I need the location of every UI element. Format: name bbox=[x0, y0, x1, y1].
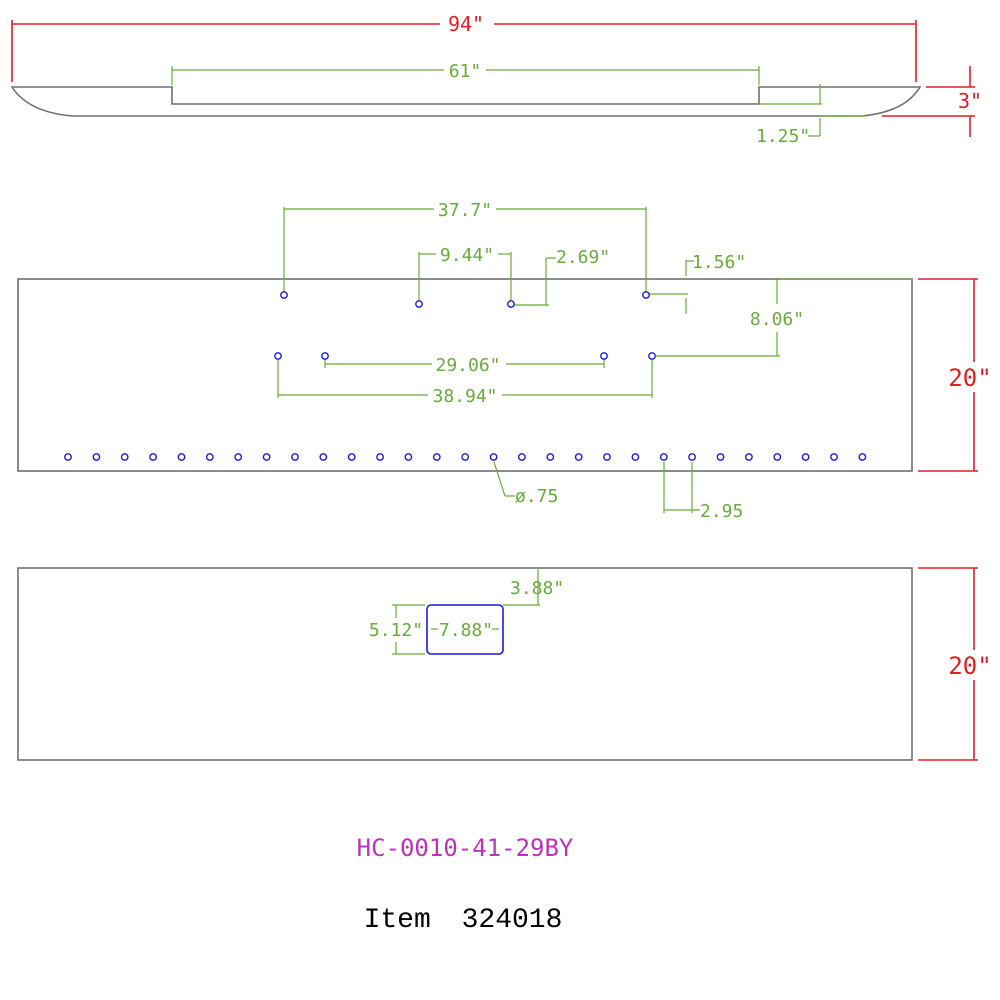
row-hole bbox=[858, 453, 867, 461]
row-hole bbox=[347, 453, 356, 461]
cutout-width-label: 7.88" bbox=[439, 620, 493, 641]
row-hole bbox=[773, 453, 782, 461]
dim-37-7-label: 37.7" bbox=[438, 200, 492, 221]
row-hole bbox=[149, 453, 158, 461]
row-hole bbox=[376, 453, 384, 461]
bottom-panel: 3.88" 5.12" 7.88" 20" bbox=[17, 567, 992, 761]
mounting-hole bbox=[321, 352, 329, 360]
dim-29-06-label: 29.06" bbox=[435, 355, 500, 376]
top-panel: 37.7" 9.44" 2.69" 1.56" 8.06" 29.06" bbox=[17, 200, 992, 522]
dim-1-56-label: 1.56" bbox=[692, 252, 746, 273]
row-hole bbox=[631, 453, 640, 461]
bottom-panel-outline bbox=[17, 567, 913, 761]
row-hole bbox=[205, 453, 214, 461]
mounting-hole bbox=[507, 300, 515, 308]
row-hole bbox=[234, 453, 243, 461]
item-number: 324018 bbox=[462, 905, 563, 936]
row-hole bbox=[659, 453, 668, 461]
mounting-hole bbox=[600, 352, 608, 360]
row-hole bbox=[688, 453, 696, 461]
hole-diameter-leader bbox=[493, 461, 506, 497]
dim-8-06-label: 8.06" bbox=[750, 309, 804, 330]
row-hole bbox=[518, 453, 526, 461]
row-hole bbox=[574, 453, 583, 461]
dim-9-44-label: 9.44" bbox=[440, 245, 494, 266]
hole-row bbox=[64, 453, 867, 461]
row-hole bbox=[830, 453, 838, 461]
item-label: Item bbox=[364, 905, 431, 936]
dim-3-88-label: 3.88" bbox=[510, 578, 564, 599]
row-hole bbox=[745, 453, 753, 461]
side-view: 94" 61" 1.25" 3" bbox=[10, 12, 982, 147]
row-hole bbox=[432, 453, 441, 461]
part-number: HC-0010-41-29BY bbox=[357, 834, 574, 862]
row-hole bbox=[461, 453, 470, 461]
row-hole bbox=[716, 453, 725, 461]
row-hole bbox=[92, 453, 101, 461]
top-panel-outline bbox=[17, 278, 913, 472]
row-hole bbox=[404, 453, 413, 461]
dim-38-94-label: 38.94" bbox=[432, 386, 497, 407]
hole-diameter-label: ø.75 bbox=[515, 486, 558, 507]
row-hole bbox=[801, 453, 810, 461]
row-hole bbox=[262, 453, 271, 461]
row-hole bbox=[546, 453, 555, 461]
row-hole bbox=[177, 453, 186, 461]
item-title: Item 324018 bbox=[364, 905, 563, 936]
height-label: 3" bbox=[958, 89, 982, 113]
row-hole bbox=[291, 453, 299, 461]
step-length-label: 61" bbox=[449, 61, 482, 82]
side-profile bbox=[10, 86, 922, 117]
step-depth-label: 1.25" bbox=[756, 126, 810, 147]
rectangular-cutout bbox=[426, 604, 504, 655]
mounting-hole bbox=[642, 291, 650, 299]
mounting-hole bbox=[415, 300, 423, 308]
row-hole bbox=[64, 453, 72, 461]
mounting-hole bbox=[648, 352, 656, 360]
row-hole bbox=[489, 453, 498, 461]
cutout-height-label: 5.12" bbox=[369, 620, 423, 641]
mounting-hole bbox=[280, 291, 288, 299]
overall-length-label: 94" bbox=[448, 12, 484, 36]
hole-spacing-label: 2.95 bbox=[700, 501, 743, 522]
bottom-width-label: 20" bbox=[948, 652, 991, 680]
top-width-label: 20" bbox=[948, 364, 991, 392]
row-hole bbox=[603, 453, 611, 461]
row-hole bbox=[319, 453, 328, 461]
dim-2-69-label: 2.69" bbox=[556, 247, 610, 268]
mounting-hole bbox=[274, 352, 282, 360]
row-hole bbox=[120, 453, 129, 461]
